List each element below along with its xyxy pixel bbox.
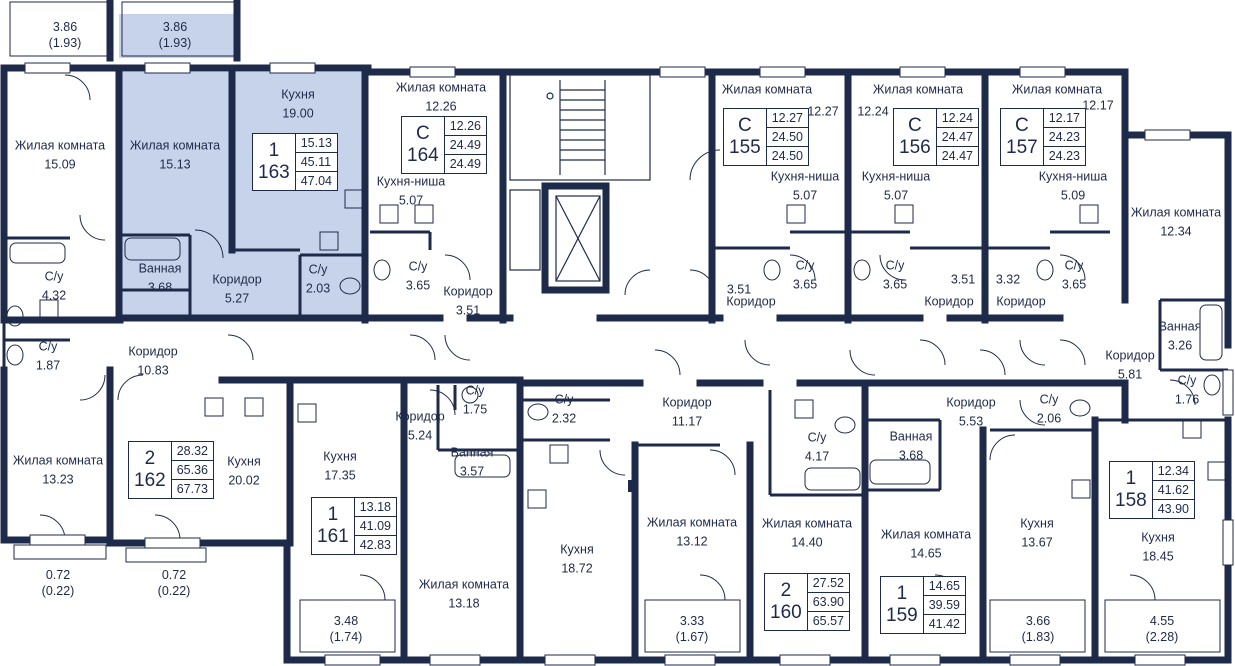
balcony-label: 3.66(1.83): [1021, 613, 1055, 644]
highlight-apartment-163: [119, 14, 365, 320]
column: [628, 480, 638, 492]
fixtures: [6, 189, 1227, 509]
room-label: Коридор: [726, 294, 776, 309]
balcony-label: 3.33(1.67): [675, 613, 709, 644]
room-label: Жилая комната: [721, 82, 813, 97]
room-label: 12.27: [807, 104, 839, 119]
room-label: Жилая комната: [872, 82, 964, 97]
room-label: 3.51: [950, 272, 976, 287]
stairwell: [509, 74, 651, 282]
balcony-label: 0.72(0.22): [41, 567, 75, 598]
windows: [24, 62, 1234, 666]
room-label: Коридор: [924, 294, 974, 309]
balcony-label: 3.86(1.93): [158, 19, 192, 50]
door-swings: [39, 74, 1196, 601]
balcony-label: 4.55(2.28): [1145, 613, 1179, 644]
interior-walls: [2, 230, 1228, 497]
balcony-outlines: [9, 1, 1221, 653]
balcony-label: 0.72(0.22): [157, 567, 191, 598]
room-label: 12.24: [857, 104, 889, 119]
room-label: Коридор: [996, 294, 1046, 309]
room-label: 12.17: [1082, 98, 1114, 113]
room-label: 3.51: [726, 282, 752, 297]
room-label: 3.32: [995, 272, 1021, 287]
balcony-label: 3.48(1.74): [329, 613, 363, 644]
balcony-label: 3.86(1.93): [48, 19, 82, 50]
room-label: Жилая комната: [1011, 82, 1103, 97]
